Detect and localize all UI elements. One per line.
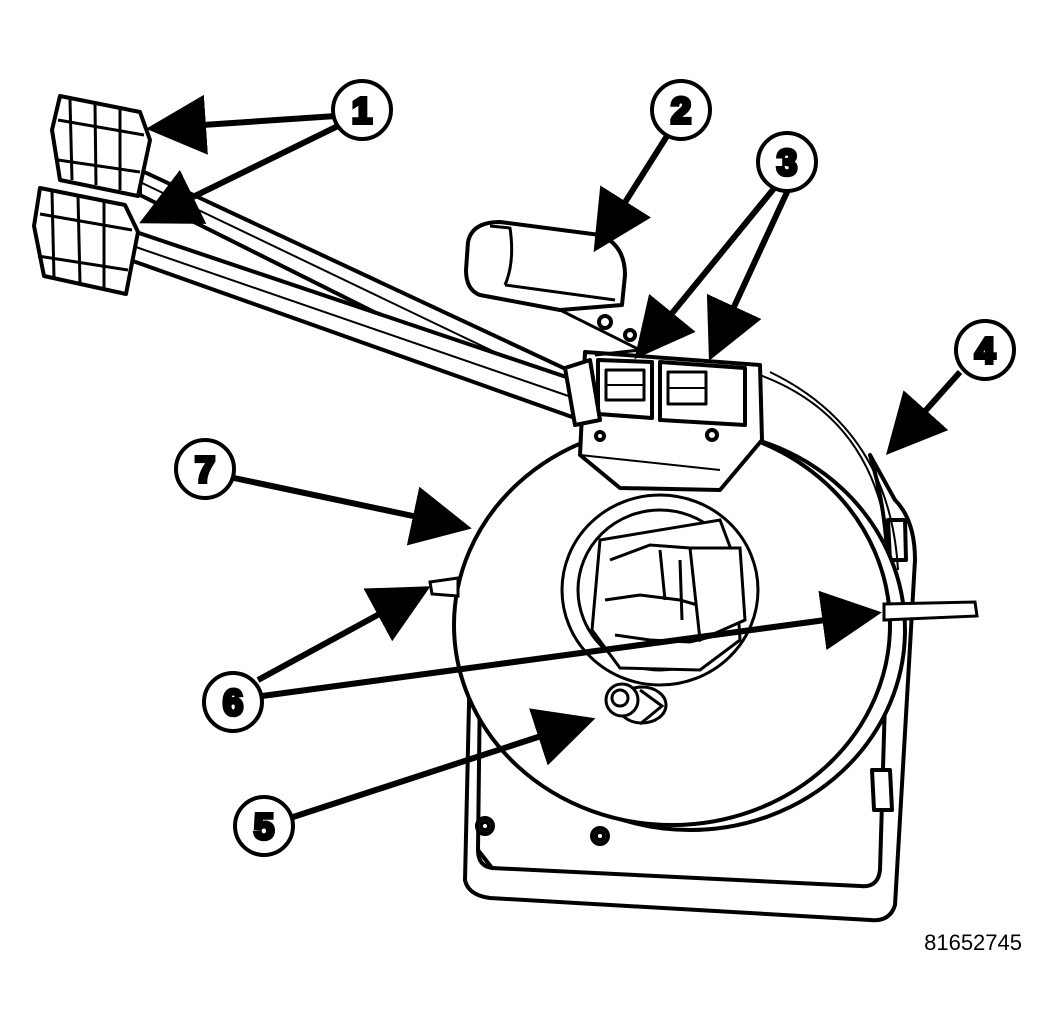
callout-5: 5 (233, 795, 295, 857)
leader-arrow-5 (289, 708, 596, 821)
leader-arrow-6a (256, 586, 431, 683)
leader-arrow-4 (886, 370, 963, 455)
svg-text:4: 4 (975, 330, 995, 371)
center-hub (560, 493, 760, 687)
leader-arrows (139, 94, 963, 821)
leader-arrow-3a (634, 184, 779, 360)
leader-arrow-3b (706, 188, 791, 361)
callout-7: 7 (174, 438, 236, 500)
lead-tab (464, 220, 642, 357)
connector-block (578, 350, 764, 492)
leader-arrow-1a (146, 94, 337, 155)
leader-arrow-6b (261, 590, 882, 699)
callouts: 1 2 3 4 5 6 7 (174, 79, 1016, 857)
leader-arrow-7 (233, 475, 472, 546)
svg-text:6: 6 (223, 682, 243, 723)
callout-6: 6 (202, 671, 264, 733)
anti-rotation-pin (604, 682, 668, 726)
callout-2: 2 (650, 79, 712, 141)
locating-tabs (428, 576, 979, 622)
connector-plugs (32, 94, 152, 296)
figure-id: 81652745 (924, 930, 1022, 955)
callout-4: 4 (954, 319, 1016, 381)
callout-3: 3 (756, 131, 818, 193)
svg-text:3: 3 (777, 142, 797, 183)
leader-arrow-1b (139, 121, 344, 224)
callout-1: 1 (331, 79, 393, 141)
svg-text:7: 7 (195, 449, 215, 490)
leader-arrow-2 (593, 134, 670, 253)
svg-text:5: 5 (254, 806, 274, 847)
svg-text:2: 2 (671, 90, 691, 131)
svg-text:1: 1 (352, 90, 372, 131)
